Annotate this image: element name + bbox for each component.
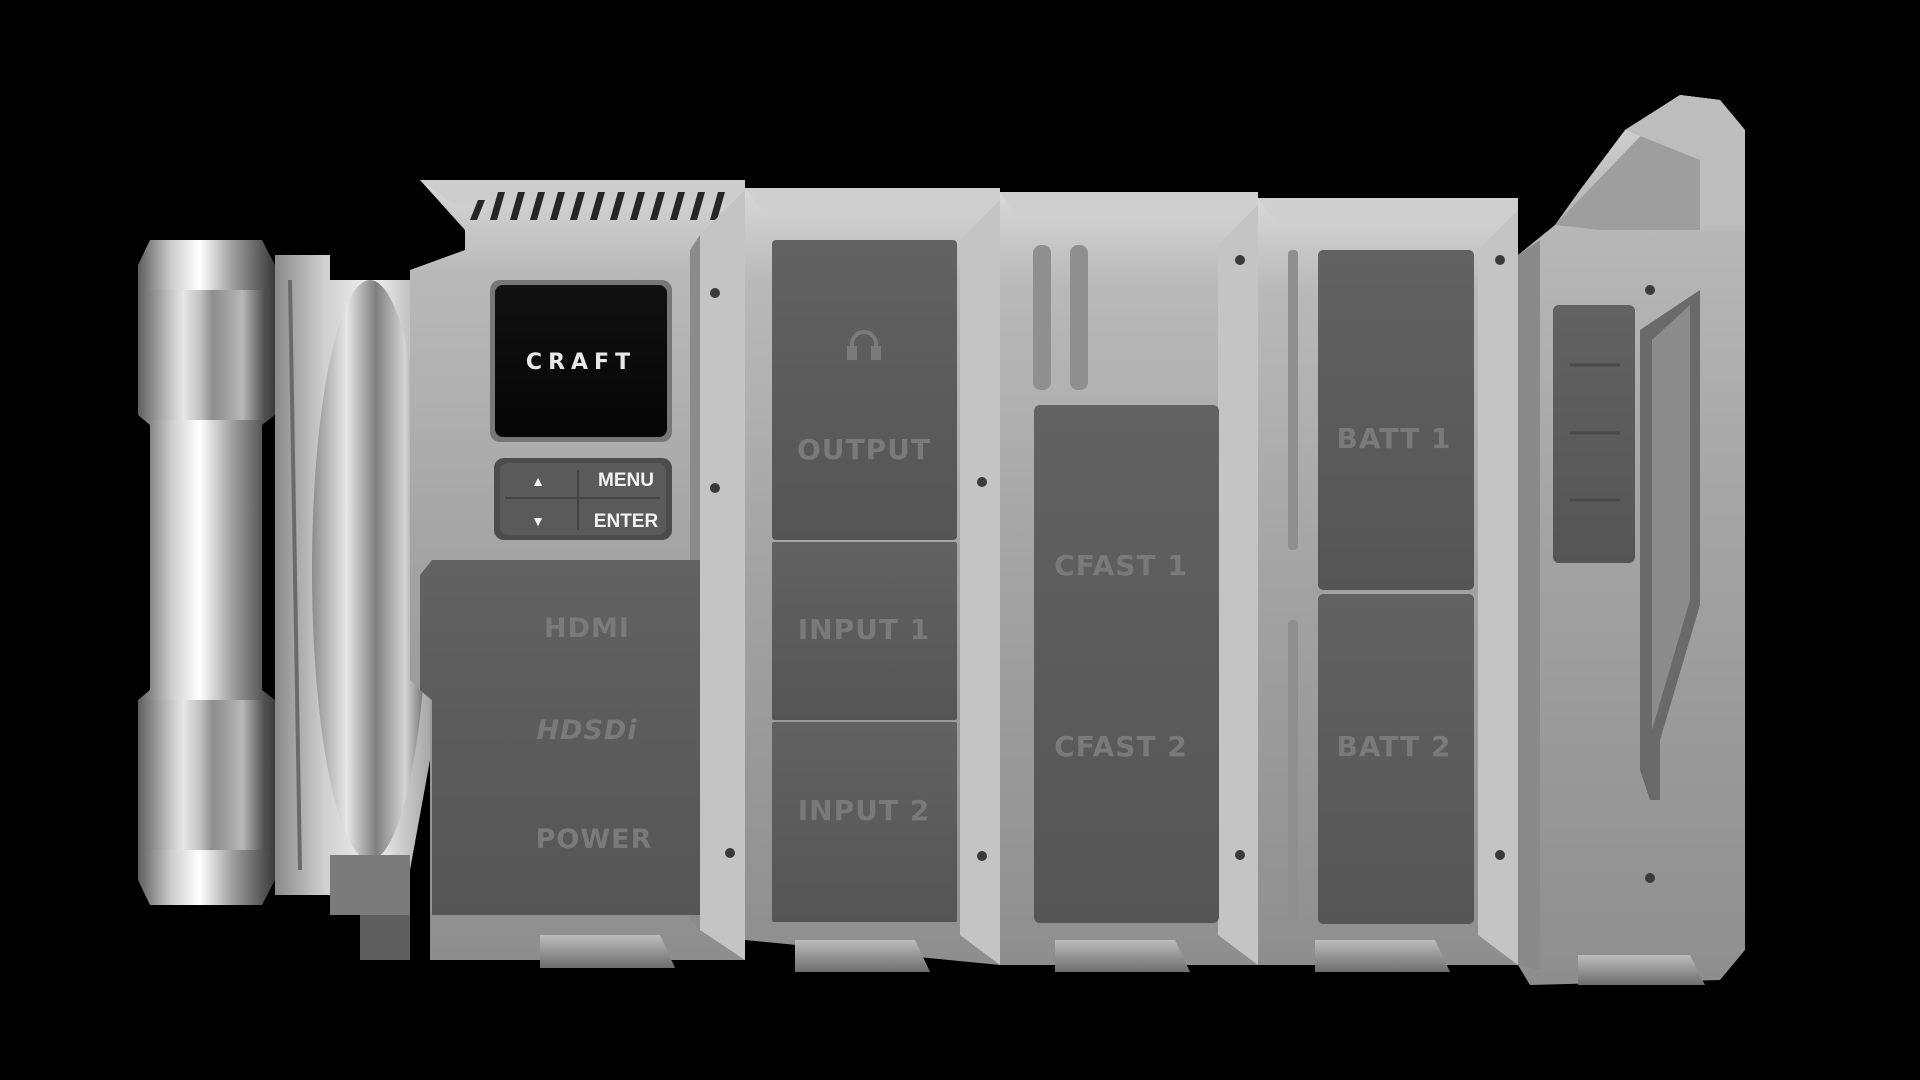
enter-label: ENTER xyxy=(594,511,659,532)
screw-icon xyxy=(1495,850,1505,860)
screw-icon xyxy=(1235,255,1245,265)
craft-logo: CRAFT xyxy=(526,350,636,375)
cfast-2-label: CFAST 2 xyxy=(1054,730,1188,763)
hdmi-label: HDMI xyxy=(544,613,630,644)
screw-icon xyxy=(1645,873,1655,883)
module-foot xyxy=(795,940,930,972)
input-1-label: INPUT 1 xyxy=(798,613,930,646)
module-foot xyxy=(1578,955,1705,985)
output-port[interactable]: OUTPUT xyxy=(797,433,931,466)
power-label: POWER xyxy=(536,824,653,855)
screw-icon xyxy=(1235,850,1245,860)
screw-icon xyxy=(710,288,720,298)
io-port-panel: HDMI HDSDi POWER xyxy=(420,560,700,915)
input-2-label: INPUT 2 xyxy=(798,794,930,827)
control-panel: ▲ MENU ▼ ENTER xyxy=(494,458,672,540)
menu-label: MENU xyxy=(598,470,654,491)
cfast-1-label: CFAST 1 xyxy=(1054,549,1188,582)
batt-2-label: BATT 2 xyxy=(1337,730,1452,763)
input-1-port[interactable]: INPUT 1 xyxy=(798,613,930,646)
screw-icon xyxy=(1495,255,1505,265)
input-2-port[interactable]: INPUT 2 xyxy=(798,794,930,827)
lens-mount xyxy=(138,240,440,960)
headphone-icon xyxy=(847,330,881,360)
screw-icon xyxy=(977,851,987,861)
media-module: CFAST 1 CFAST 2 xyxy=(1000,192,1258,972)
batt-1-label: BATT 1 xyxy=(1337,422,1452,455)
battery-1-slot[interactable]: BATT 1 xyxy=(1337,422,1452,455)
module-foot xyxy=(1055,940,1190,972)
battery-module: BATT 1 BATT 2 xyxy=(1258,198,1518,972)
screw-icon xyxy=(977,477,987,487)
module-foot xyxy=(1315,940,1450,972)
cfast-1-slot[interactable]: CFAST 1 xyxy=(1054,549,1188,582)
output-label: OUTPUT xyxy=(797,433,931,466)
screw-icon xyxy=(725,848,735,858)
vent-slots xyxy=(470,192,725,220)
cfast-2-slot[interactable]: CFAST 2 xyxy=(1054,730,1188,763)
battery-2-slot[interactable]: BATT 2 xyxy=(1337,730,1452,763)
menu-up-button[interactable]: ▲ MENU xyxy=(531,470,654,491)
status-display: CRAFT xyxy=(490,280,672,442)
audio-module: OUTPUT INPUT 1 INPUT 2 xyxy=(745,188,1000,972)
hdsdi-label: HDSDi xyxy=(536,715,637,746)
main-body-module: CRAFT ▲ MENU ▼ ENTER HDMI HDSDi POWER xyxy=(410,180,745,968)
enter-down-button[interactable]: ▼ ENTER xyxy=(531,511,658,532)
down-arrow-icon: ▼ xyxy=(531,513,545,529)
screw-icon xyxy=(1645,285,1655,295)
screw-icon xyxy=(710,483,720,493)
module-foot xyxy=(540,935,675,968)
rear-viewfinder-module xyxy=(1518,95,1745,985)
up-arrow-icon: ▲ xyxy=(531,473,545,489)
